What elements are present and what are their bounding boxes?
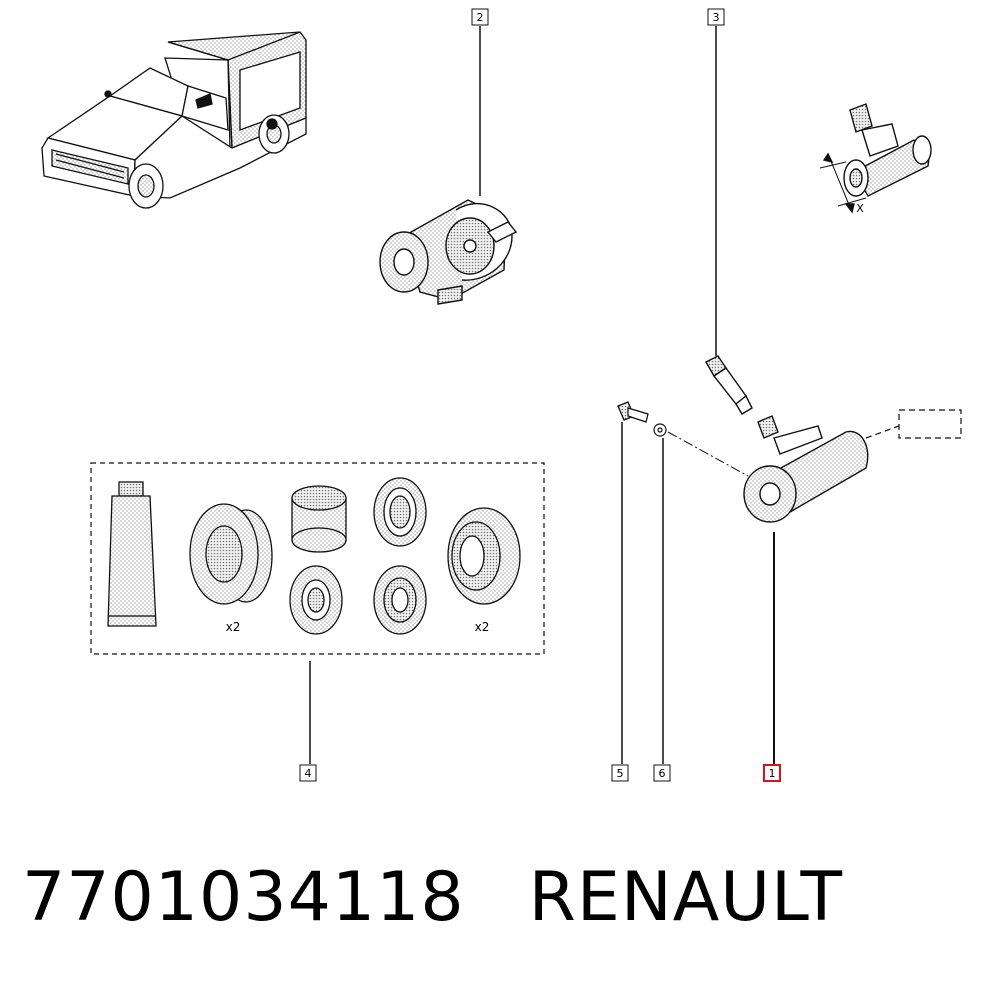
- piston-drawing: [291, 485, 347, 553]
- part-3-drawing: [705, 355, 753, 415]
- cup-seal-b-drawing: [373, 565, 427, 635]
- part-2-drawing: [379, 199, 518, 305]
- callout-4[interactable]: 4: [299, 764, 317, 782]
- qty-dust-boot: x2: [226, 620, 241, 634]
- dust-boot-drawing: [189, 503, 273, 605]
- callout-2[interactable]: 2: [471, 8, 489, 26]
- part-6-washer-drawing: [653, 423, 667, 437]
- repair-kit-frame: [90, 462, 545, 655]
- svg-text:1: 1: [769, 767, 776, 780]
- callout-1-highlighted[interactable]: 1: [763, 764, 781, 782]
- dimension-x-label: X: [856, 202, 864, 215]
- part-5-bolt-drawing: [617, 401, 649, 423]
- seal-ring-drawing: [289, 565, 343, 635]
- svg-text:4: 4: [305, 767, 312, 780]
- cap-drawing: [447, 507, 521, 605]
- mating-outline: [898, 409, 962, 439]
- svg-text:6: 6: [659, 767, 666, 780]
- part-number: 7701034118: [22, 858, 465, 937]
- grease-tube-drawing: [107, 481, 157, 627]
- part-3-detail-drawing: [819, 103, 932, 214]
- van-illustration: [41, 31, 307, 209]
- mating-leader: [865, 425, 900, 439]
- svg-text:3: 3: [713, 11, 720, 24]
- callout-5[interactable]: 5: [611, 764, 629, 782]
- svg-text:2: 2: [477, 11, 484, 24]
- callout-3[interactable]: 3: [707, 8, 725, 26]
- repair-kit-items: [107, 477, 521, 635]
- qty-cap: x2: [475, 620, 490, 634]
- brand-name: RENAULT: [528, 858, 844, 937]
- cup-seal-a-drawing: [373, 477, 427, 547]
- svg-text:5: 5: [617, 767, 624, 780]
- footer-caption: 7701034118 RENAULT: [22, 858, 843, 948]
- assembly-axis: [667, 431, 749, 477]
- part-1-drawing: [743, 415, 869, 523]
- callout-6[interactable]: 6: [653, 764, 671, 782]
